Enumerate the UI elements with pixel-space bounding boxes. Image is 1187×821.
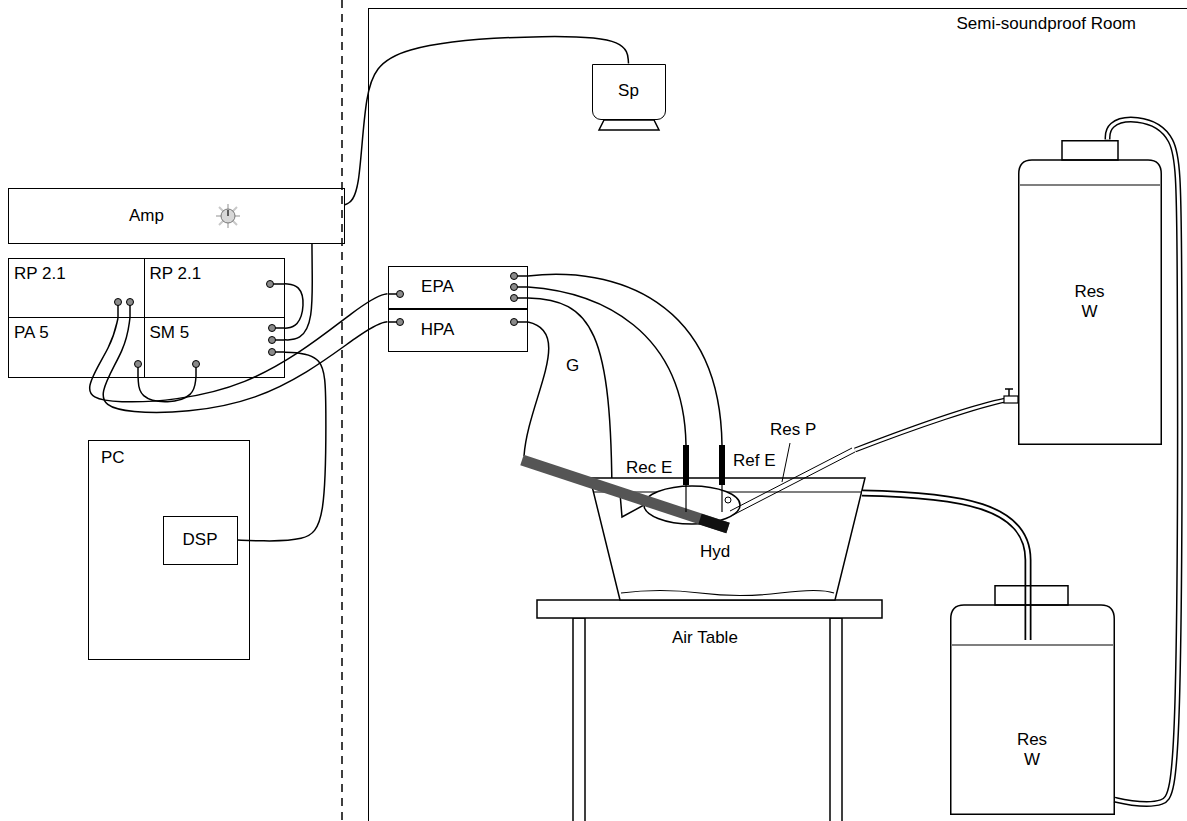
attenuator-box: PA 5 xyxy=(8,317,145,379)
dsp-card: DSP xyxy=(163,516,238,565)
port xyxy=(397,319,404,326)
signal-cable xyxy=(345,37,629,205)
node-label: SM 5 xyxy=(150,323,190,343)
hydrophone-tip xyxy=(700,519,728,528)
respiration-pipette xyxy=(730,448,855,515)
signal-cable xyxy=(138,378,196,402)
node-label: HPA xyxy=(421,320,455,340)
ref-electrode xyxy=(719,445,725,485)
amplifier-box: Amp xyxy=(8,188,345,244)
node-label: RP 2.1 xyxy=(150,264,202,284)
node-label: Semi-soundproof Room xyxy=(956,14,1136,34)
node-label: PA 5 xyxy=(14,323,49,343)
knob-ray xyxy=(219,207,237,225)
port xyxy=(511,273,518,280)
ref-electrode-tip xyxy=(721,485,722,512)
computer-box: PC DSP xyxy=(88,440,250,660)
rec-electrode xyxy=(683,445,689,485)
port xyxy=(511,319,518,326)
boundary-line xyxy=(341,0,343,821)
amplifier-box: HPA xyxy=(388,308,528,352)
bottle-cap xyxy=(995,585,1068,604)
port xyxy=(269,349,276,356)
node-label: RP 2.1 xyxy=(14,264,66,284)
water-tube xyxy=(1108,120,1180,804)
part-label: Res P xyxy=(770,420,816,440)
knob-ray xyxy=(219,207,237,225)
rec-electrode-tip xyxy=(685,485,686,512)
water-tube-inner xyxy=(855,400,1006,450)
bottle-body xyxy=(1018,160,1161,444)
port xyxy=(269,325,276,332)
port xyxy=(267,281,274,288)
node-label: Sp xyxy=(618,81,639,101)
signal-cable xyxy=(238,352,326,541)
amplifier-box: EPA xyxy=(388,266,528,310)
room-region: Semi-soundproof RoomSpEPA HPA Res W Res W xyxy=(368,8,1187,821)
speaker-box: Sp xyxy=(592,64,666,120)
port xyxy=(115,299,122,306)
water-tube xyxy=(855,400,1006,450)
table-leg xyxy=(830,618,842,821)
leader-line xyxy=(782,443,790,482)
bottle-cap xyxy=(1062,140,1118,159)
hydrophone-rod xyxy=(522,460,728,528)
processor-box: RP 2.1 xyxy=(144,258,286,318)
hydrophone-wire xyxy=(524,322,549,456)
part-label: Air Table xyxy=(672,628,738,648)
ports xyxy=(115,273,518,368)
port xyxy=(135,361,142,368)
tap-handle xyxy=(1005,388,1013,390)
drain-tube xyxy=(862,493,1028,640)
knob-icon xyxy=(216,204,240,228)
port xyxy=(511,284,518,291)
rec-electrode-wire xyxy=(528,287,686,445)
signal-cable xyxy=(285,244,312,340)
tap-handle xyxy=(1008,389,1010,396)
table-top xyxy=(537,600,882,618)
processor-box: RP 2.1 xyxy=(8,258,145,318)
air-table xyxy=(537,600,882,821)
speaker-stand xyxy=(599,120,659,130)
water-level xyxy=(1020,184,1160,185)
part-label: Rec E xyxy=(626,458,672,478)
reservoir-bottle: Res W xyxy=(950,585,1115,815)
drain-tube-inner xyxy=(862,493,1028,640)
signal-cable xyxy=(103,318,387,412)
part-label: G xyxy=(566,356,579,376)
tube-inner xyxy=(1108,120,1180,804)
knob-pointer xyxy=(227,210,229,216)
tap xyxy=(1004,396,1018,403)
bottle-body xyxy=(950,605,1114,814)
water-level xyxy=(952,644,1113,645)
node-label: EPA xyxy=(421,277,454,297)
knob xyxy=(221,209,235,223)
port xyxy=(269,337,276,344)
mixer-box: SM 5 xyxy=(144,317,286,379)
part-label: Hyd xyxy=(700,542,730,562)
node-label: DSP xyxy=(183,530,218,550)
node-label: PC xyxy=(101,448,125,468)
knob-ray xyxy=(227,204,229,228)
node-label: Res W xyxy=(1068,282,1112,323)
signal-cable xyxy=(285,284,303,328)
port xyxy=(193,361,200,368)
port xyxy=(511,295,518,302)
tank-bottom xyxy=(621,591,834,596)
port xyxy=(397,291,404,298)
node-label: Res W xyxy=(1010,730,1054,771)
reservoir-bottle: Res W xyxy=(1018,140,1162,445)
node-label: Amp xyxy=(129,206,164,226)
part-label: Ref E xyxy=(733,451,776,471)
fish-eye xyxy=(725,497,731,503)
table-leg xyxy=(573,618,585,821)
bottle-outline xyxy=(950,585,1115,815)
ref-electrode-wire xyxy=(528,274,722,445)
port xyxy=(127,299,134,306)
port-stubs xyxy=(118,276,528,378)
